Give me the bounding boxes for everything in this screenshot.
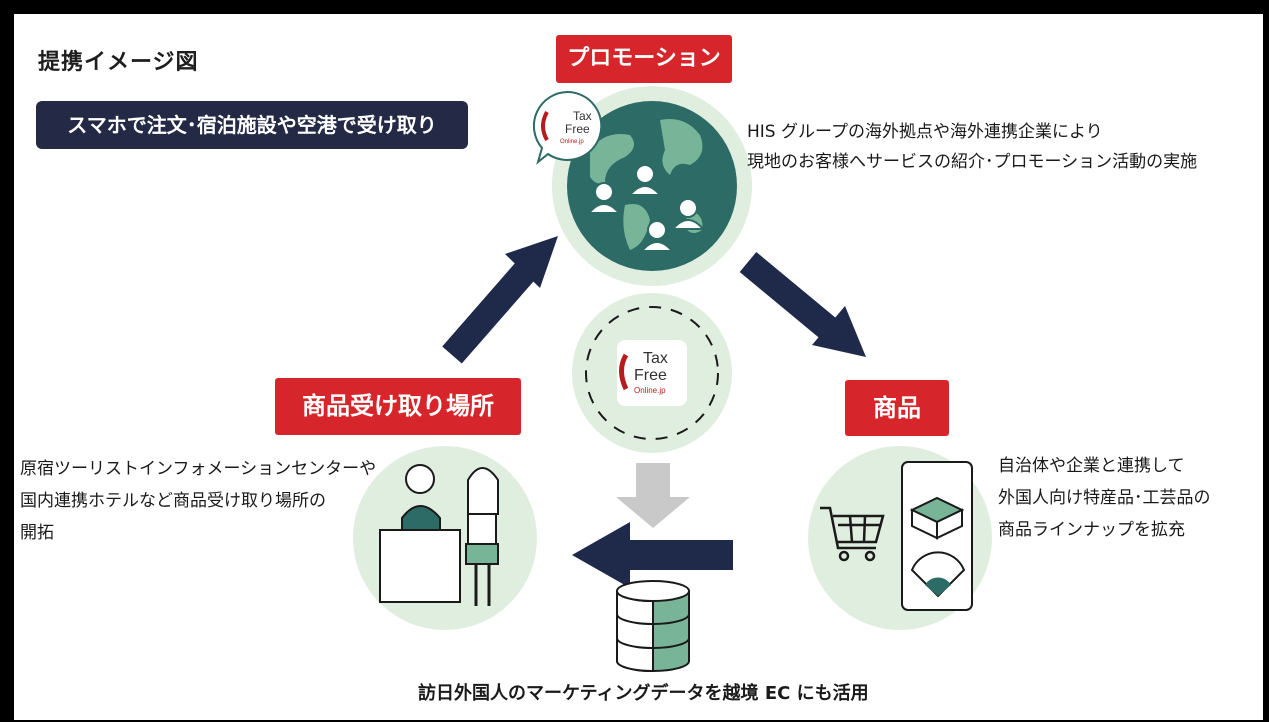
shopping-cart-icon <box>820 506 885 562</box>
arrow-to-promotion <box>442 236 558 364</box>
center-logo-text-tax: Tax <box>643 350 668 367</box>
pickup-line: 開拓 <box>20 523 54 543</box>
pickup-place-label: 商品受け取り場所 <box>275 378 521 435</box>
center-logo-text-free: Free <box>634 367 667 384</box>
taxfree-logo-bubble: Tax Free Online.jp <box>532 90 603 165</box>
globe-node: Tax Free Online.jp <box>532 86 752 286</box>
person-icon <box>586 182 622 214</box>
product-line: 自治体や企業と連携して <box>998 456 1185 476</box>
database-icon <box>616 580 690 673</box>
diagram-subtitle: スマホで注文･宿泊施設や空港で受け取り <box>36 101 468 149</box>
promotion-line: HIS グループの海外拠点や海外連携企業により <box>747 122 1103 142</box>
product-line: 外国人向け特産品･工芸品の <box>998 488 1211 508</box>
logo-text-free: Free <box>565 122 590 136</box>
product-node <box>808 446 992 630</box>
person-icon <box>639 220 675 252</box>
folding-fan-icon <box>910 551 966 598</box>
logo-text-tax: Tax <box>573 109 592 123</box>
arrow-to-product <box>739 251 866 357</box>
logo-text-online: Online.jp <box>560 139 584 145</box>
diagram-title: 提携イメージ図 <box>38 50 199 75</box>
customer-person-icon <box>465 467 499 606</box>
center-logo-text-online: Online.jp <box>634 386 666 395</box>
center-logo-node: Tax Free Online.jp <box>572 293 732 453</box>
person-icon <box>627 164 663 196</box>
product-description: 自治体や企業と連携して 外国人向け特産品･工芸品の 商品ラインナップを拡充 <box>998 450 1211 546</box>
pickup-line: 原宿ツーリストインフォメーションセンターや <box>20 459 377 479</box>
product-label: 商品 <box>845 380 949 436</box>
counter-desk-icon <box>379 529 461 603</box>
gift-box-icon <box>909 496 965 540</box>
pickup-description: 原宿ツーリストインフォメーションセンターや 国内連携ホテルなど商品受け取り場所の… <box>20 453 376 549</box>
gray-down-arrow <box>616 463 690 528</box>
footer-caption: 訪日外国人のマーケティングデータを越境 EC にも活用 <box>418 683 869 704</box>
product-line: 商品ラインナップを拡充 <box>998 520 1185 540</box>
promotion-label: プロモーション <box>556 35 732 83</box>
pickup-node <box>353 446 537 630</box>
arrow-to-pickup <box>572 522 733 588</box>
pickup-line: 国内連携ホテルなど商品受け取り場所の <box>20 491 326 511</box>
promotion-description: HIS グループの海外拠点や海外連携企業により 現地のお客様へサービスの紹介･プ… <box>747 117 1197 177</box>
promotion-line: 現地のお客様へサービスの紹介･プロモーション活動の実施 <box>747 152 1198 172</box>
person-icon <box>670 198 706 230</box>
